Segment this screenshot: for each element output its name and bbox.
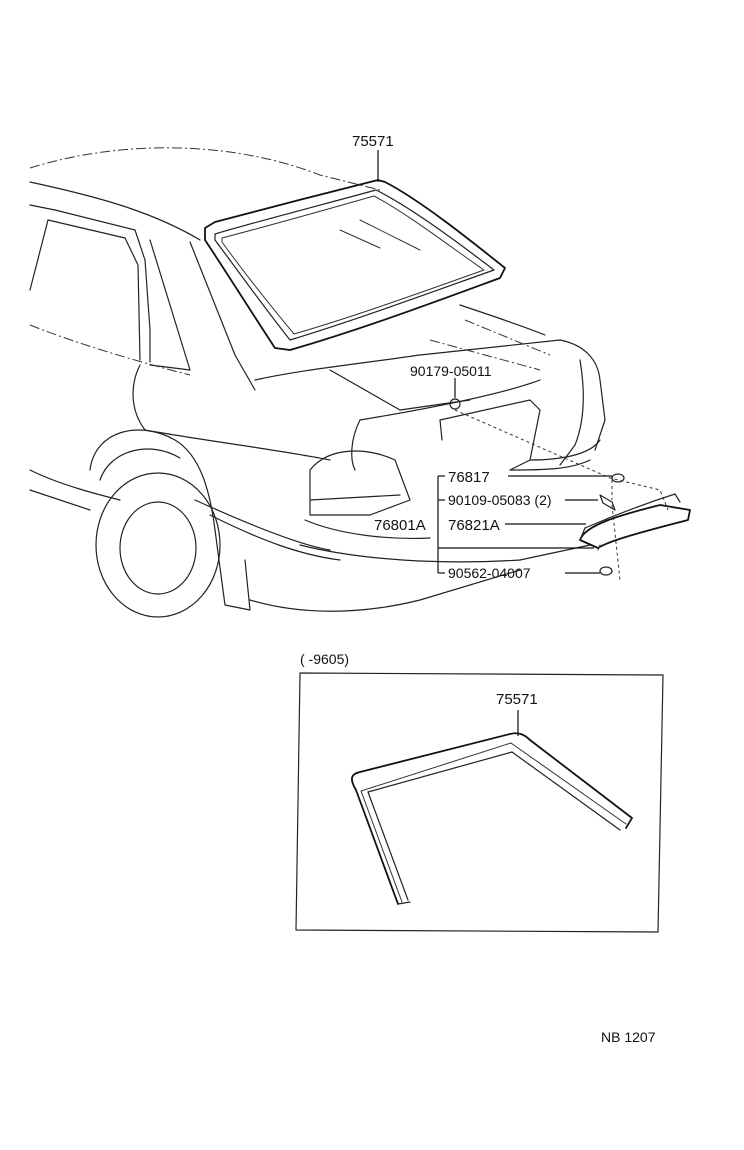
inset-range-label: ( -9605) <box>300 651 349 667</box>
callout-76801a: 76801A <box>374 517 426 534</box>
callout-76817: 76817 <box>448 469 490 486</box>
rear-glass-seal <box>204 179 506 351</box>
callout-75571: 75571 <box>352 133 394 150</box>
diagram-code: NB 1207 <box>601 1029 656 1045</box>
car-body-outline <box>29 147 606 618</box>
assembly-lines <box>454 409 669 581</box>
inset-panel: ( -9605) 75571 <box>295 651 664 933</box>
callout-90179-05011: 90179-05011 <box>410 363 492 379</box>
callout-90562-04007: 90562-04007 <box>448 565 531 581</box>
inset-callout-75571: 75571 <box>496 691 538 708</box>
callout-leaders <box>377 150 612 574</box>
callout-90109-05083: 90109-05083 (2) <box>448 492 552 508</box>
callout-76821a: 76821A <box>448 517 500 534</box>
hardware <box>449 398 625 576</box>
rear-garnish <box>579 493 691 551</box>
